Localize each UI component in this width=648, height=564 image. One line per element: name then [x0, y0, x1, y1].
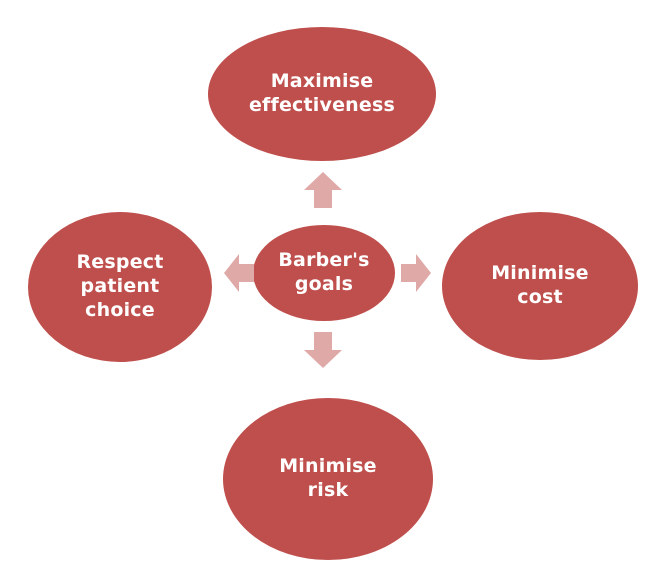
node-maximise-effectiveness: Maximise effectiveness: [208, 27, 436, 161]
node-minimise-risk: Minimise risk: [223, 398, 433, 560]
node-barbers-goals-center: Barber's goals: [253, 225, 395, 321]
down-arrow-icon: [304, 332, 342, 368]
node-label: Maximise effectiveness: [248, 70, 396, 116]
up-arrow-icon: [304, 172, 342, 208]
right-arrow-icon: [401, 254, 431, 292]
node-respect-patient-choice: Respect patient choice: [28, 212, 212, 362]
left-arrow-icon: [224, 254, 254, 292]
node-label: Minimise cost: [491, 262, 589, 308]
node-minimise-cost: Minimise cost: [442, 212, 638, 360]
node-label: Barber's goals: [278, 249, 370, 295]
node-label: Respect patient choice: [76, 251, 164, 321]
node-label: Minimise risk: [279, 455, 377, 501]
